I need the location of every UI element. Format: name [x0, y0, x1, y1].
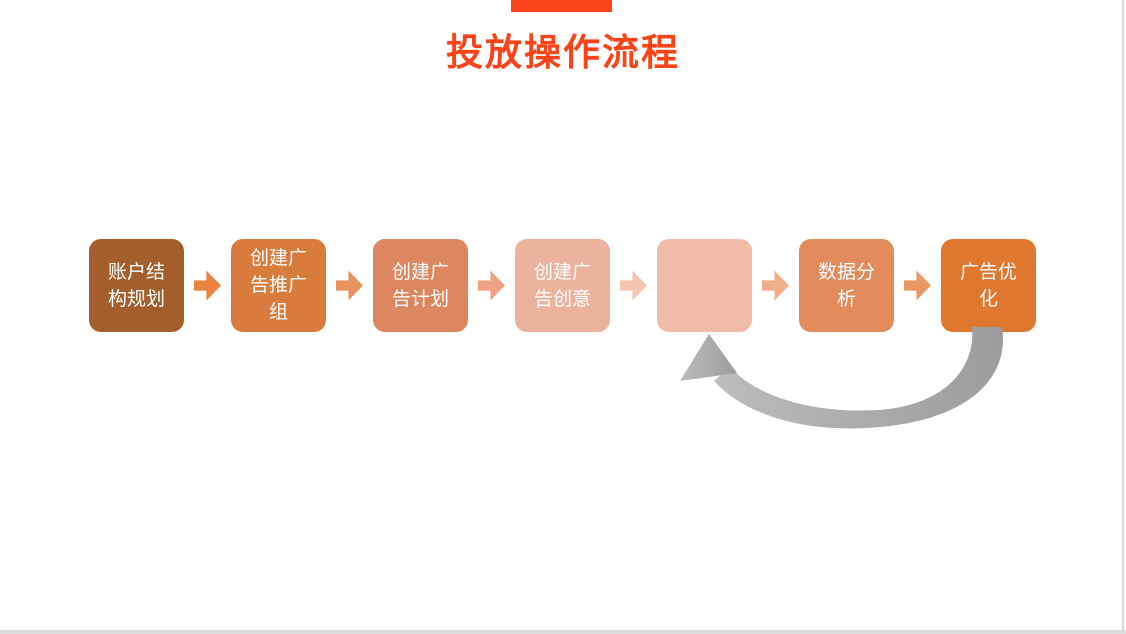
flow-step-account-structure-planning: 账户结 构规划 [89, 239, 184, 332]
flow-step-create-ad-group: 创建广 告推广 组 [231, 239, 326, 332]
flow-step-create-ad-creative: 创建广 告创意 [515, 239, 610, 332]
flow-step-ad-optimization: 广告优 化 [941, 239, 1036, 332]
flow-step-empty [657, 239, 752, 332]
right-arrow-icon-1 [194, 270, 221, 301]
page-bottom-border [0, 630, 1126, 634]
slide-title: 投放操作流程 [446, 30, 680, 74]
flow-step-data-analysis: 数据分 析 [799, 239, 894, 332]
right-arrow-icon-5 [762, 270, 789, 301]
process-flow: 账户结 构规划 创建广 告推广 组 创建广 告计划 创建广 告创意 数据分 析 … [89, 239, 1036, 332]
top-accent-bar [511, 0, 612, 12]
loop-arrow-band [714, 327, 1003, 429]
right-arrow-icon-2 [336, 270, 363, 301]
feedback-loop-arrow-icon [680, 327, 1003, 429]
loop-arrow-head [680, 334, 737, 381]
right-arrow-icon-6 [904, 270, 931, 301]
page-right-border [1122, 0, 1124, 634]
right-arrow-icon-3 [478, 270, 505, 301]
flow-step-create-ad-plan: 创建广 告计划 [373, 239, 468, 332]
right-arrow-icon-4 [620, 270, 647, 301]
